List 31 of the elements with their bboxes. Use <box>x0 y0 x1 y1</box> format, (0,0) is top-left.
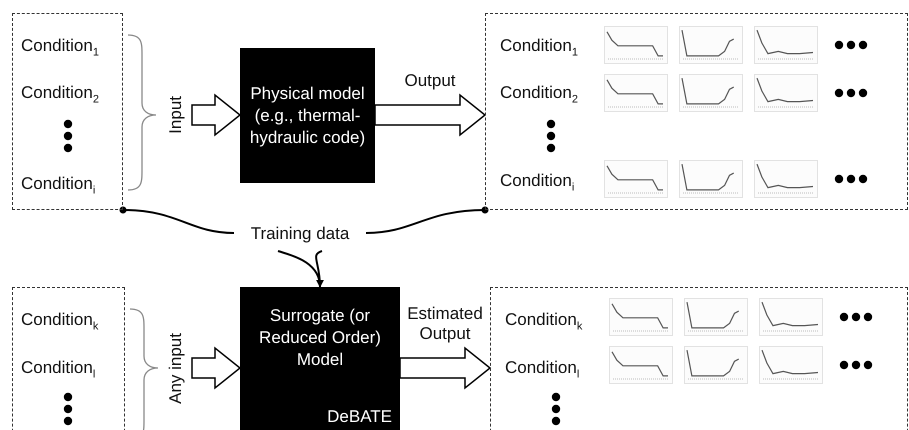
block-arrow <box>374 93 486 137</box>
condition-label: Condition$_{k}$ <box>505 310 582 334</box>
connector <box>366 206 488 234</box>
condition-label: Condition$_{k}$ <box>21 310 98 334</box>
condition-label: Condition$_{l}$ <box>21 358 96 382</box>
box-label: Surrogate (or Reduced Order) Model <box>258 305 382 371</box>
dashed-frame <box>485 13 908 210</box>
condition-label: Condition$_{2}$ <box>21 83 99 108</box>
connector <box>120 206 234 234</box>
block-arrow <box>191 346 242 390</box>
dashed-frame <box>12 13 123 210</box>
node-label: Training data <box>250 223 350 245</box>
condition-label: Condition$_{1}$ <box>500 36 578 60</box>
dashed-frame <box>12 287 125 430</box>
box-label: Physical model (e.g., thermal-hydraulic code) <box>248 83 366 149</box>
edge-label: Any input <box>166 332 186 404</box>
connector <box>277 250 324 288</box>
dashed-frame <box>490 287 908 430</box>
condition-label: Condition$_{1}$ <box>21 36 99 60</box>
process-box <box>240 48 375 183</box>
edge-label: Estimated Output <box>406 304 484 344</box>
block-arrow <box>399 346 492 390</box>
edge-label: Input <box>166 96 186 134</box>
block-arrow <box>191 93 242 137</box>
edge-label: Output <box>403 71 457 91</box>
condition-label: Condition$_{i}$ <box>21 174 96 198</box>
process-box <box>240 287 400 430</box>
model-name: DeBATE <box>327 407 392 427</box>
condition-label: Condition$_{2}$ <box>500 83 578 108</box>
condition-label: Condition$_{l}$ <box>505 358 580 382</box>
condition-label: Condition$_{i}$ <box>500 171 574 196</box>
